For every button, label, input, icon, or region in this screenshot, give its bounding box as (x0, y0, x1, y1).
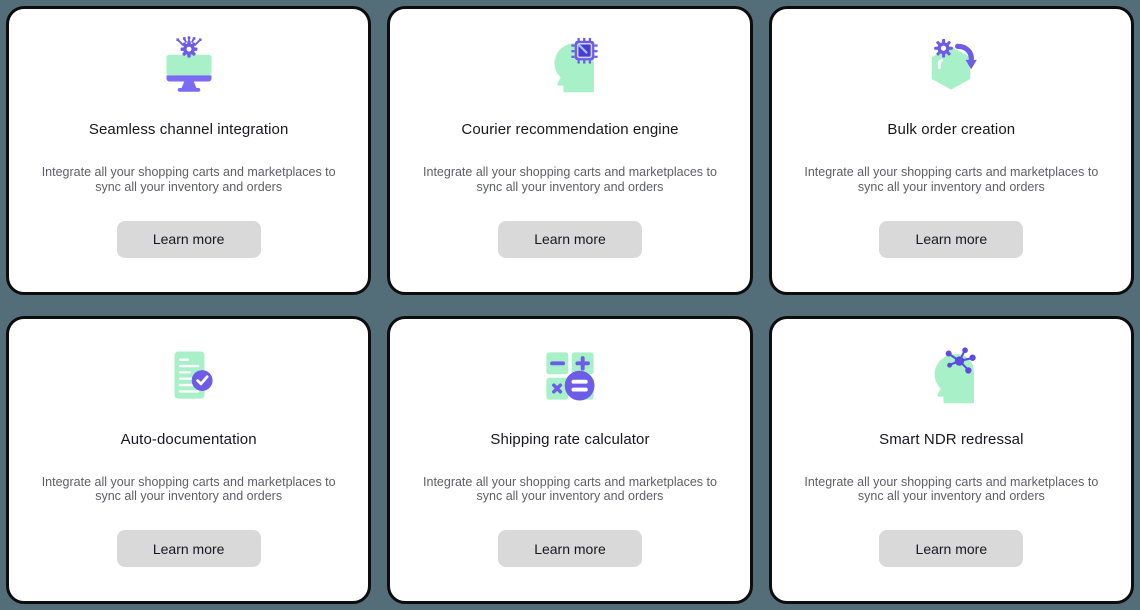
document-check-icon (160, 345, 218, 407)
feature-card-smart-ndr-redressal: Smart NDR redressal Integrate all your s… (768, 315, 1134, 604)
card-description: Integrate all your shopping carts and ma… (41, 474, 336, 504)
card-title: Auto-documentation (120, 430, 257, 448)
head-network-icon (921, 345, 981, 407)
card-title: Seamless channel integration (88, 121, 289, 138)
card-title: Courier recommendation engine (461, 121, 679, 138)
calculator-icon (542, 345, 598, 407)
learn-more-button[interactable]: Learn more (497, 220, 642, 258)
head-chip-icon (540, 35, 600, 97)
card-description: Integrate all your shopping carts and ma… (41, 165, 336, 194)
feature-card-seamless-channel-integration: Seamless channel integration Integrate a… (6, 6, 372, 295)
card-description: Integrate all your shopping carts and ma… (423, 165, 717, 194)
card-description: Integrate all your shopping carts and ma… (804, 474, 1099, 504)
card-title: Shipping rate calculator (490, 430, 650, 448)
learn-more-button[interactable]: Learn more (116, 220, 261, 258)
package-gear-arrow-icon (921, 35, 981, 97)
feature-card-bulk-order-creation: Bulk order creation Integrate all your s… (768, 6, 1134, 295)
feature-card-auto-documentation: Auto-documentation Integrate all your sh… (6, 315, 372, 604)
monitor-gear-icon (159, 35, 219, 97)
card-description: Integrate all your shopping carts and ma… (423, 474, 717, 504)
learn-more-button[interactable]: Learn more (497, 530, 642, 567)
feature-card-courier-recommendation-engine: Courier recommendation engine Integrate … (387, 6, 753, 295)
card-title: Bulk order creation (887, 121, 1016, 138)
feature-card-shipping-rate-calculator: Shipping rate calculator Integrate all y… (387, 315, 753, 604)
learn-more-button[interactable]: Learn more (116, 530, 261, 567)
learn-more-button[interactable]: Learn more (879, 220, 1024, 258)
card-description: Integrate all your shopping carts and ma… (804, 165, 1099, 194)
card-title: Smart NDR redressal (879, 430, 1024, 448)
learn-more-button[interactable]: Learn more (879, 530, 1024, 567)
